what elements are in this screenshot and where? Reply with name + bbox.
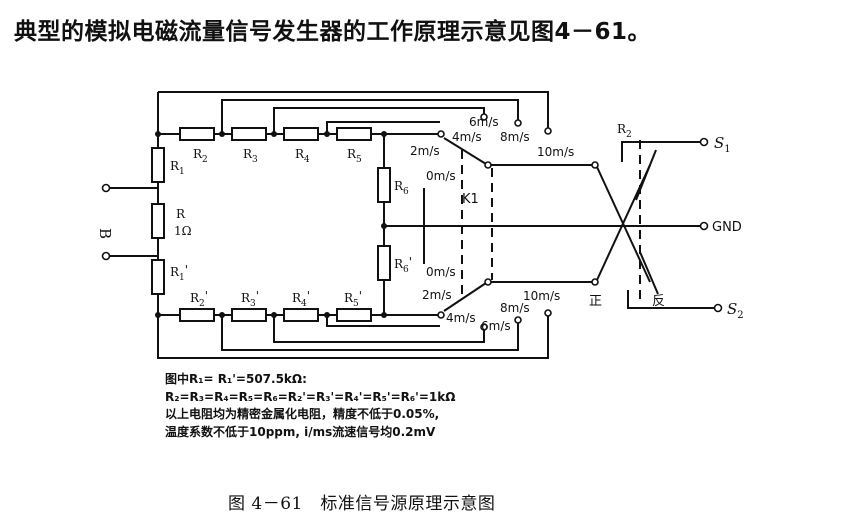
resistor-r6-prime [377, 245, 391, 281]
contact-6-top [480, 113, 488, 121]
r2-switch-bottom [627, 290, 714, 309]
speed-bottom-0: 0m/s [426, 265, 456, 279]
speed-bottom-2: 2m/s [422, 288, 452, 302]
speed-bottom-4: 4m/s [446, 311, 476, 325]
resistor-r2-prime [179, 308, 215, 322]
resistor-r3 [231, 127, 267, 141]
input-terminal-top [101, 183, 111, 193]
speed-top-6: 6m/s [469, 115, 499, 129]
tap-wire-10 [158, 91, 549, 128]
resistor-r5-prime [336, 308, 372, 322]
switch-arm-bottom [443, 282, 487, 312]
label-r1-prime: R1' [170, 263, 188, 283]
tap-wire-8 [221, 99, 519, 134]
note-r1-value: R₁= R₁'=507.5kΩ: [189, 372, 307, 386]
node-bottom-4 [381, 312, 387, 318]
speed-top-2: 2m/s [410, 144, 440, 158]
page-heading: 典型的模拟电磁流量信号发生器的工作原理示意见图4－61。 [14, 19, 652, 45]
label-s2: S2 [727, 300, 744, 321]
polarity-node-bottom [591, 278, 599, 286]
cross-wire-2 [596, 164, 651, 281]
label-r2-prime: R2' [190, 289, 208, 309]
input-terminal-bottom [101, 251, 111, 261]
speed-top-8: 8m/s [500, 130, 530, 144]
contact-8-top [514, 119, 522, 127]
note-line-4: 温度系数不低于10ppm, i/ms流速信号均0.2mV [165, 424, 436, 439]
polarity-node-top [591, 161, 599, 169]
label-r3: R3 [243, 147, 258, 165]
label-r5: R5 [347, 147, 362, 165]
resistor-r [151, 203, 165, 239]
contact-10-top [544, 127, 552, 135]
contact-4-top [437, 130, 445, 138]
resistor-r4 [283, 127, 319, 141]
label-s1: S1 [714, 134, 731, 155]
label-r5-prime: R5' [344, 289, 362, 309]
label-forward: 正 [589, 294, 602, 309]
label-r2: R2 [193, 147, 208, 165]
label-r4-prime: R4' [292, 289, 310, 309]
terminal-s2 [713, 303, 723, 313]
speed-bottom-6: 6m/s [481, 319, 511, 333]
contact-8-bottom [514, 316, 522, 324]
terminal-s1 [699, 137, 709, 147]
label-r1: R1 [170, 159, 185, 177]
resistor-r2 [179, 127, 215, 141]
speed-top-4: 4m/s [452, 130, 482, 144]
label-reverse: 反 [652, 294, 665, 309]
label-r: R [176, 207, 186, 221]
resistor-r1 [151, 147, 165, 183]
speed-top-10: 10m/s [537, 145, 574, 159]
resistor-r1-prime [151, 259, 165, 295]
resistor-r5 [336, 127, 372, 141]
label-r6: R6 [394, 179, 409, 197]
note-prefix: 图中 [165, 372, 190, 386]
label-gnd: GND [712, 220, 742, 235]
figure-caption: 图 4－61 标准信号源原理示意图 [228, 494, 496, 514]
label-r3-prime: R3' [241, 289, 259, 309]
component-notes: 图中R₁= R₁'=507.5kΩ: R₂=R₃=R₄=R₅=R₆=R₂'=R₃… [165, 371, 455, 441]
contact-6-bottom [480, 323, 488, 331]
r2-switch-blade-bottom [639, 251, 659, 295]
resistor-r4-prime [283, 308, 319, 322]
speed-bottom-8: 8m/s [500, 301, 530, 315]
label-r4: R4 [295, 147, 310, 165]
tap-wire-4-bottom [326, 315, 440, 327]
tap-wire-6 [273, 107, 485, 134]
resistor-r3-prime [231, 308, 267, 322]
contact-10-bottom [544, 309, 552, 317]
tap-wire-10-bottom [157, 315, 549, 359]
label-r-value: 1Ω [174, 224, 192, 238]
r2-switch-top [621, 141, 700, 162]
tap-wire-6-bottom [273, 315, 485, 343]
input-symbol: B [96, 228, 114, 239]
tap-wire-4-top [326, 121, 440, 134]
label-k1: K1 [462, 192, 479, 207]
resistor-r6 [377, 167, 391, 203]
label-r2-switch: R2 [617, 122, 632, 140]
note-line-1: 图中R₁= R₁'=507.5kΩ: [165, 371, 455, 389]
speed-bottom-10: 10m/s [523, 289, 560, 303]
tap-wire-8-bottom [221, 315, 519, 351]
switch-pivot-bottom [484, 278, 492, 286]
label-r6-prime: R6' [394, 255, 412, 275]
note-line-3: 以上电阻均为精密金属化电阻，精度不低于0.05%, [165, 407, 440, 421]
node-top-left [155, 131, 161, 137]
contact-4-bottom [437, 311, 445, 319]
note-line-2: R₂=R₃=R₄=R₅=R₆=R₂'=R₃'=R₄'=R₅'=R₆'=1kΩ [165, 389, 456, 404]
speed-top-0: 0m/s [426, 169, 456, 183]
terminal-gnd [699, 221, 709, 231]
switch-arm-top [443, 137, 487, 165]
switch-pivot-top [484, 161, 492, 169]
